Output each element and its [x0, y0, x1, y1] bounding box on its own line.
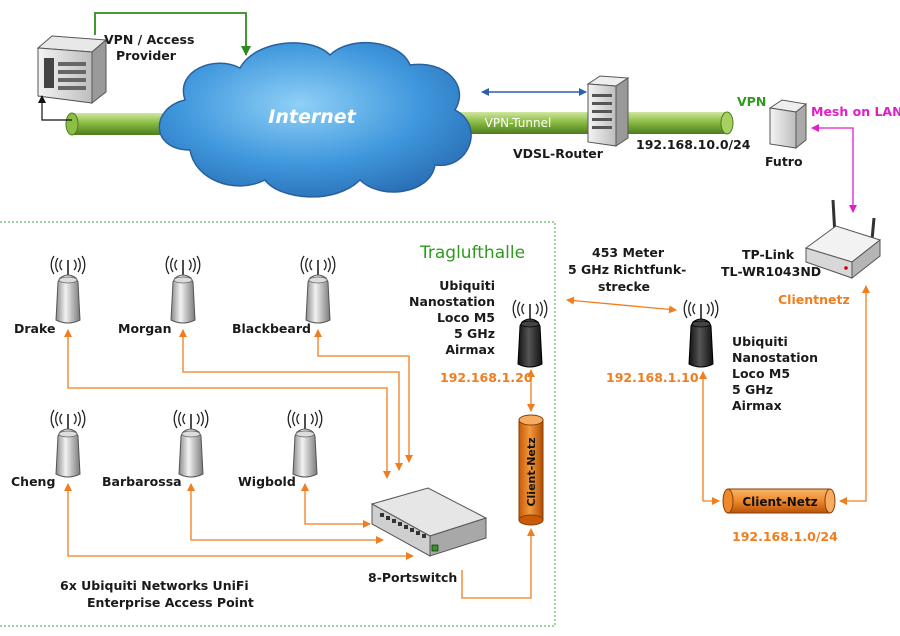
- tplink-label-line2: TL-WR1043ND: [721, 264, 821, 279]
- conn-morgan: [179, 329, 403, 471]
- client-netz-subnet: 192.168.1.0/24: [732, 529, 838, 544]
- nano-right-line1: Ubiquiti: [732, 334, 788, 349]
- mesh-on-lan-label: Mesh on LAN: [811, 104, 900, 119]
- switch-to-clientnetz: [461, 528, 535, 599]
- ap-cheng-icon: [51, 410, 85, 477]
- nanostation-right-icon: [684, 300, 718, 367]
- provider-label-line2: Provider: [116, 48, 177, 63]
- mesh-arrow: [811, 124, 857, 213]
- provider-arrow-green: [94, 12, 251, 56]
- switch-icon: [370, 487, 488, 557]
- client-netz-left-label: Client-Netz: [525, 437, 538, 506]
- nano-left-line4: 5 GHz: [454, 326, 495, 341]
- nano-right-line5: Airmax: [732, 398, 782, 413]
- ap-blackbeard-label: Blackbeard: [232, 321, 311, 336]
- ap-barbarossa-icon: [174, 410, 208, 477]
- nano-right-line3: Loco M5: [732, 366, 790, 381]
- ap-morgan-icon: [166, 256, 200, 323]
- nanostation-right-ip: 192.168.1.10: [606, 370, 699, 385]
- link-frequency-label: 5 GHz Richtfunk-: [568, 262, 686, 277]
- conn-wigbold: [301, 483, 371, 528]
- client-netz-left-tube: [518, 414, 544, 526]
- tplink-to-clientnetz: [839, 285, 870, 505]
- conn-cheng: [64, 483, 414, 560]
- nano-right-to-clientnetz: [699, 371, 720, 505]
- nano-left-line1: Ubiquiti: [439, 278, 495, 293]
- ap-blackbeard-icon: [301, 256, 335, 323]
- nano-left-line3: Loco M5: [437, 310, 495, 325]
- internet-cloud: [158, 42, 472, 198]
- vdsl-subnet-label: 192.168.10.0/24: [636, 137, 751, 152]
- nanostation-right-labels: Ubiquiti Nanostation Loco M5 5 GHz Airma…: [732, 334, 818, 413]
- ap-caption-line2: Enterprise Access Point: [87, 595, 254, 610]
- futro-device-icon: [768, 99, 808, 150]
- switch-label: 8-Portswitch: [368, 570, 457, 585]
- ap-drake-icon: [51, 256, 85, 323]
- futro-vpn-label: VPN: [737, 94, 766, 109]
- ap-barbarossa-label: Barbarossa: [102, 474, 182, 489]
- nano-right-line2: Nanostation: [732, 350, 818, 365]
- client-netz-right-tube: [722, 488, 836, 514]
- nano-right-line4: 5 GHz: [732, 382, 773, 397]
- link-distance-label: 453 Meter: [592, 245, 665, 260]
- conn-blackbeard: [314, 329, 413, 463]
- nanostation-left-icon: [513, 300, 547, 367]
- internet-label: Internet: [268, 106, 356, 128]
- vdsl-router-label: VDSL-Router: [513, 146, 604, 161]
- tplink-router-icon: [804, 199, 882, 280]
- link-type-label: strecke: [598, 279, 650, 294]
- conn-drake: [64, 329, 391, 479]
- tplink-label-line1: TP-Link: [742, 247, 795, 262]
- ap-cheng-label: Cheng: [11, 474, 55, 489]
- provider-server-icon: [36, 35, 108, 105]
- radio-link-arrow: [566, 296, 677, 314]
- traglufthalle-label: Traglufthalle: [419, 243, 525, 263]
- futro-label: Futro: [765, 154, 803, 169]
- nanostation-left-ip: 192.168.1.20: [440, 370, 533, 385]
- nano-left-line5: Airmax: [445, 342, 495, 357]
- green-tube-right: [615, 111, 734, 135]
- vpn-tunnel-label: VPN-Tunnel: [485, 116, 552, 130]
- clientnetz-label: Clientnetz: [778, 292, 850, 307]
- ap-caption-line1: 6x Ubiquiti Networks UniFi: [60, 578, 249, 593]
- conn-barbarossa: [187, 483, 384, 544]
- client-netz-right-label: Client-Netz: [742, 495, 817, 509]
- nano-left-line2: Nanostation: [409, 294, 495, 309]
- vdsl-router-icon: [586, 75, 630, 147]
- ap-wigbold-label: Wigbold: [238, 474, 296, 489]
- nanostation-left-labels: Ubiquiti Nanostation Loco M5 5 GHz Airma…: [409, 278, 495, 357]
- ap-morgan-label: Morgan: [118, 321, 171, 336]
- provider-arrow-black: [38, 95, 72, 121]
- ap-wigbold-icon: [288, 410, 322, 477]
- traglufthalle-area-border: [0, 221, 556, 627]
- ap-connections: [64, 329, 414, 560]
- ap-drake-label: Drake: [14, 321, 55, 336]
- provider-label-line1: VPN / Access: [104, 32, 194, 47]
